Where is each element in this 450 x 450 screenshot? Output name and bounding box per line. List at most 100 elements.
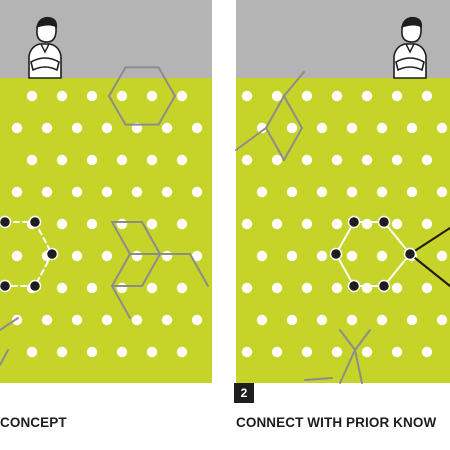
connection-line: [383, 221, 411, 255]
grid-dot: [241, 90, 253, 102]
grid-dot: [361, 154, 373, 166]
grid-dot: [191, 122, 203, 134]
grid-dot: [86, 154, 98, 166]
grid-dot: [161, 122, 173, 134]
panel-left: [0, 0, 212, 383]
grid-dot: [116, 90, 128, 102]
grid-dot: [56, 346, 68, 358]
grid-dot: [301, 346, 313, 358]
learner-hair: [36, 16, 58, 28]
grid-dot: [376, 250, 388, 262]
learner-arms: [30, 57, 60, 71]
grid-dot: [41, 186, 53, 198]
grid-dot: [421, 218, 433, 230]
grid-dot: [376, 186, 388, 198]
concept-node: [28, 279, 42, 293]
grid-dot: [116, 218, 128, 230]
grid-dot: [101, 186, 113, 198]
connection-line: [141, 253, 161, 287]
grid-dot: [101, 314, 113, 326]
grid-dot: [271, 282, 283, 294]
connection-line: [108, 95, 127, 126]
grid-dot: [131, 186, 143, 198]
connection-line: [235, 127, 267, 151]
concept-node: [329, 247, 343, 261]
grid-dot: [286, 314, 298, 326]
concept-node: [403, 247, 417, 261]
grid-dot: [331, 218, 343, 230]
grid-dot: [191, 186, 203, 198]
grid-dot: [131, 314, 143, 326]
grid-dot: [436, 314, 448, 326]
grid-dot: [331, 154, 343, 166]
connection-line: [265, 95, 285, 129]
learner-arms: [395, 57, 425, 71]
panel-label-left: CONCEPT: [0, 415, 67, 430]
concept-node: [377, 215, 391, 229]
grid-dot: [116, 282, 128, 294]
grid-dot: [391, 346, 403, 358]
grid-dot: [391, 218, 403, 230]
concept-node: [347, 279, 361, 293]
grid-dot: [421, 90, 433, 102]
concept-node: [28, 215, 42, 229]
grid-dot: [26, 154, 38, 166]
step-badge: 2: [234, 383, 254, 403]
grid-dot: [331, 346, 343, 358]
dot-grid-right: [241, 90, 448, 358]
grid-dot: [271, 346, 283, 358]
grid-dot: [176, 282, 188, 294]
dot-grid-left: [11, 90, 203, 358]
grid-dot: [131, 250, 143, 262]
grid-dot: [286, 122, 298, 134]
grid-dot: [176, 346, 188, 358]
connection-line: [408, 226, 450, 256]
connection-line: [157, 66, 176, 97]
grid-dot: [161, 186, 173, 198]
panel-right: [235, 0, 450, 384]
grid-dot: [256, 122, 268, 134]
grid-dot: [256, 314, 268, 326]
connection-line: [108, 66, 127, 97]
grid-dot: [271, 90, 283, 102]
grid-dot: [241, 346, 253, 358]
grid-dot: [146, 218, 158, 230]
grid-dot: [436, 122, 448, 134]
grid-dot: [361, 282, 373, 294]
connection-line: [189, 253, 209, 287]
connection-line: [265, 127, 285, 161]
grid-dot: [101, 122, 113, 134]
connection-line: [339, 349, 356, 384]
grid-dot: [241, 154, 253, 166]
connections-right: [235, 71, 450, 384]
grid-dot: [241, 282, 253, 294]
connection-line: [0, 349, 9, 366]
grid-dot: [56, 282, 68, 294]
grid-dot: [301, 218, 313, 230]
connection-line: [283, 71, 305, 97]
grid-dot: [176, 90, 188, 102]
grid-dot: [316, 122, 328, 134]
concept-node: [45, 247, 59, 261]
grid-dot: [41, 122, 53, 134]
grid-dot: [271, 154, 283, 166]
learner-collar: [405, 43, 415, 54]
grid-dot: [406, 314, 418, 326]
grid-dot: [376, 314, 388, 326]
connection-line: [339, 329, 356, 351]
concept-node: [347, 215, 361, 229]
connection-line: [111, 285, 131, 319]
grid-dot: [26, 90, 38, 102]
grid-dot: [56, 154, 68, 166]
connection-line: [354, 349, 363, 384]
connection-line: [283, 95, 303, 129]
grid-dot: [41, 314, 53, 326]
concept-node: [0, 215, 12, 229]
grid-dot: [391, 90, 403, 102]
grid-dot: [346, 250, 358, 262]
grid-dot: [331, 90, 343, 102]
grid-dot: [316, 186, 328, 198]
grid-dot: [146, 282, 158, 294]
grid-dot: [101, 250, 113, 262]
